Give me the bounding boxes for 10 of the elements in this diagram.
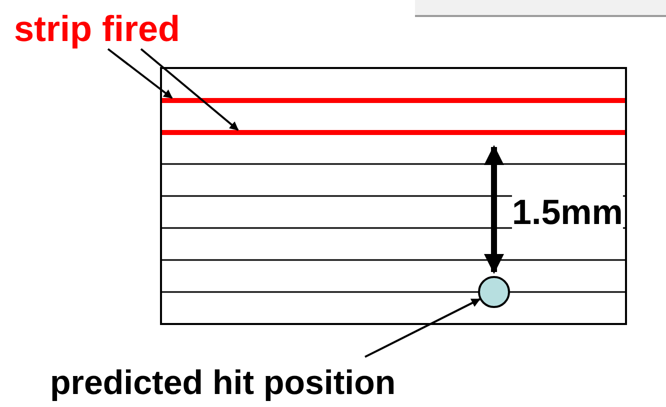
double-arrow <box>484 145 504 274</box>
arrow <box>140 48 239 131</box>
arrow <box>107 48 173 99</box>
callout-text: strip fired <box>14 11 180 47</box>
hit-marker <box>478 276 510 308</box>
edge-label: 1.5mm <box>512 195 623 230</box>
fired-strip <box>162 98 625 103</box>
arrow <box>364 298 480 358</box>
fired-strip <box>162 130 625 135</box>
callout-text: predicted hit position <box>50 366 396 400</box>
